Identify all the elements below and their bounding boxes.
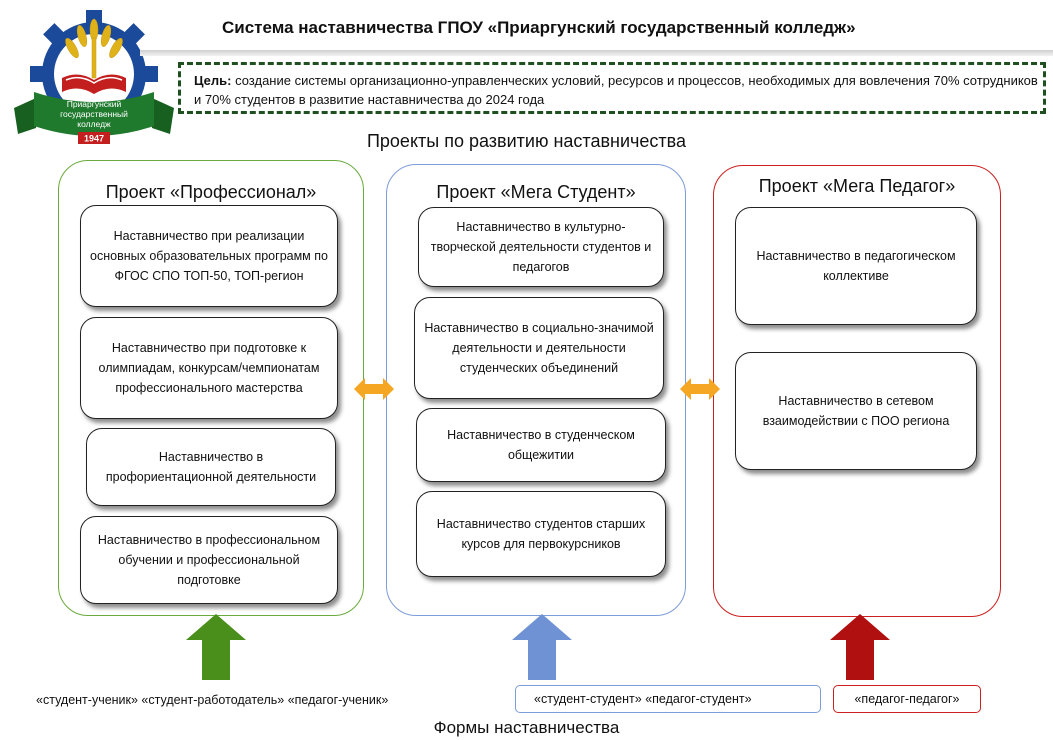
card-mega-pedagog-2: Наставничество в сетевом взаимодействии … (735, 352, 977, 470)
project-title-professional: Проект «Профессионал» (105, 182, 317, 202)
logo-year: 1947 (84, 134, 104, 144)
college-emblem-icon: Приаргунский государственный колледж 194… (14, 10, 174, 144)
logo-ribbon-line1: Приаргунский (67, 99, 122, 109)
card-mega-pedagog-1: Наставничество в педагогическом коллекти… (735, 207, 977, 325)
college-logo: Приаргунский государственный колледж 194… (10, 8, 178, 150)
up-arrow-green-icon (186, 614, 246, 680)
logo-ribbon-line3: колледж (77, 119, 111, 129)
card-mega-student-4: Наставничество студентов старших курсов … (416, 491, 666, 577)
card-professional-4: Наставничество в профессиональном обучен… (80, 516, 338, 604)
up-arrow-blue-icon (512, 614, 572, 680)
header-divider (140, 50, 1053, 56)
forms-caption: Формы наставничества (433, 718, 620, 737)
forms-blue-group: «студент-студент» «педагог-студент» (515, 685, 821, 713)
projects-heading: Проекты по развитию наставничества (366, 131, 687, 151)
logo-ribbon-line2: государственный (60, 109, 128, 119)
double-arrow-icon (354, 378, 394, 400)
forms-red-group: «педагог-педагог» (833, 685, 981, 713)
card-mega-student-2: Наставничество в социально-значимой деят… (414, 297, 664, 399)
up-arrow-red-icon (830, 614, 890, 680)
double-arrow-icon (680, 378, 720, 400)
goal-box (178, 62, 1046, 114)
card-mega-student-3: Наставничество в студенческом общежитии (416, 408, 666, 482)
forms-green-group: «студент-ученик» «студент-работодатель» … (36, 693, 389, 707)
goal-label: Цель: (194, 73, 232, 88)
project-title-mega-student: Проект «Мега Студент» (436, 182, 636, 202)
goal-text: создание системы организационно-управлен… (194, 73, 1038, 107)
page-title: Система наставничества ГПОУ «Приаргунски… (222, 18, 856, 37)
card-professional-3: Наставничество в профориентационной деят… (86, 428, 336, 506)
card-professional-1: Наставничество при реализации основных о… (80, 205, 338, 307)
card-professional-2: Наставничество при подготовке к олимпиад… (80, 317, 338, 419)
goal-statement: Цель: создание системы организационно-уп… (194, 71, 1039, 111)
card-mega-student-1: Наставничество в культурно-творческой де… (418, 207, 664, 287)
project-title-mega-pedagog: Проект «Мега Педагог» (758, 176, 956, 196)
